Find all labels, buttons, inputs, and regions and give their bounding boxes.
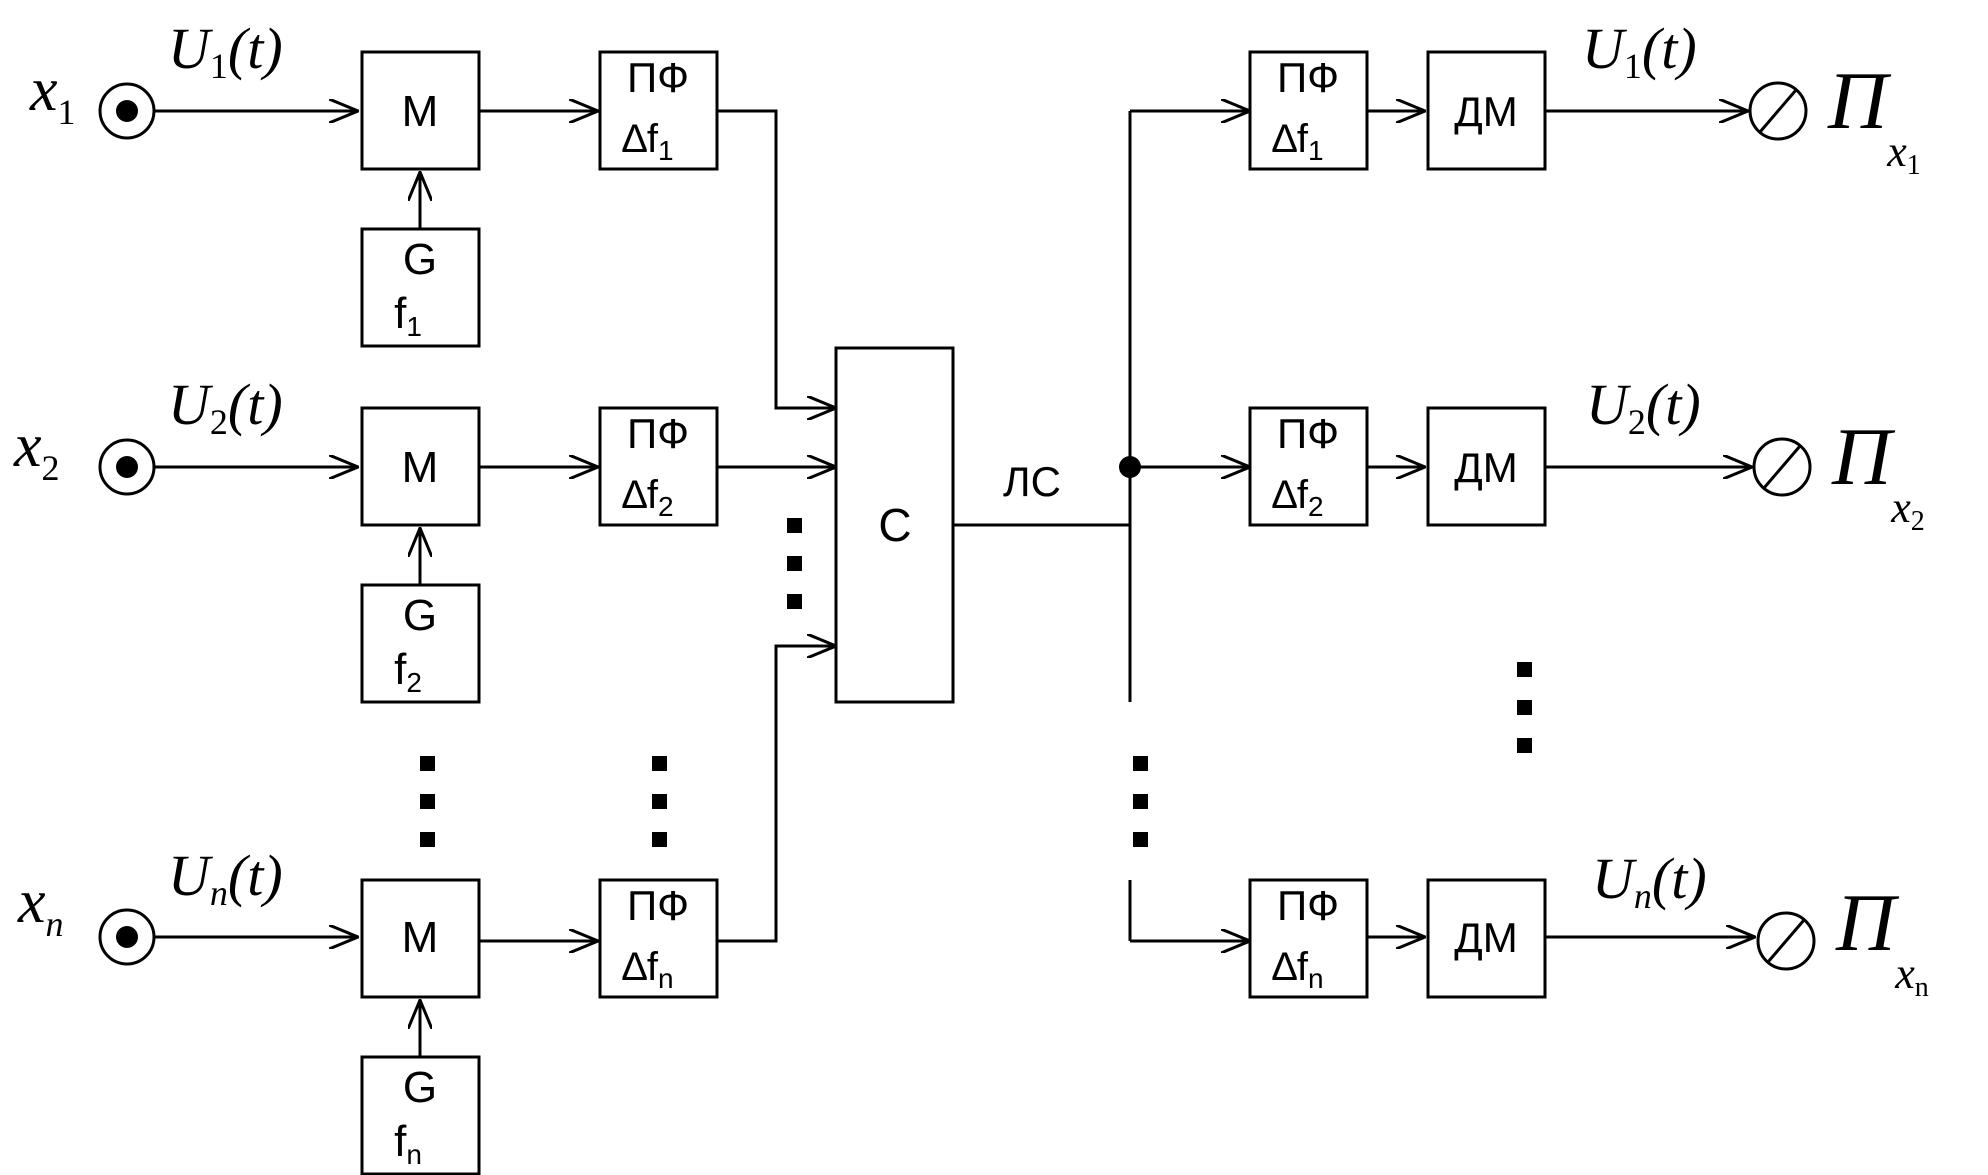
- combiner-label: С: [878, 499, 911, 551]
- channel-2: [98, 406, 836, 704]
- input-label-n: xn: [17, 868, 64, 944]
- input-terminal-1: [98, 82, 156, 140]
- input-label-1: x1: [29, 56, 76, 132]
- tx-filter-band-1: ∆f1: [622, 117, 673, 166]
- generator-label-2: G: [403, 591, 437, 640]
- tx-filter-label-2: ПФ: [627, 410, 689, 457]
- ellipsis-modulators: [420, 756, 435, 847]
- tx-filter-label-n: ПФ: [627, 882, 689, 929]
- output-indicator-n: [1756, 911, 1816, 971]
- receiver-1: [1130, 50, 1808, 171]
- receiver-2: [1130, 406, 1812, 527]
- output-indicator-2: [1752, 437, 1812, 497]
- signal-label-n: Un(t): [168, 843, 283, 913]
- ellipsis-tx-filters: [652, 756, 667, 847]
- rx-signal-label-1: U1(t): [1582, 16, 1697, 86]
- ellipsis-combiner-inputs: [787, 518, 802, 609]
- ellipsis-receivers: [1517, 662, 1532, 753]
- rx-filter-band-n: ∆fn: [1272, 945, 1323, 994]
- generator-freq-1: f1: [394, 289, 422, 342]
- demodulator-label-2: ДМ: [1454, 444, 1517, 491]
- modulator-n: [360, 878, 481, 999]
- modulator-label-n: М: [402, 913, 439, 962]
- output-label-2: Пx2: [1831, 411, 1925, 537]
- indicator-slash-n: [1766, 919, 1806, 963]
- demodulator-label-n: ДМ: [1454, 914, 1517, 961]
- channel-n: [98, 646, 836, 1175]
- input-terminal-2: [98, 438, 156, 496]
- receiver-n: [1130, 878, 1816, 999]
- filter-to-combiner-line-n: [717, 646, 836, 943]
- generator-label-n: G: [403, 1063, 437, 1112]
- rx-filter-band-1: ∆f1: [1272, 117, 1323, 166]
- indicator-slash-1: [1758, 89, 1798, 133]
- tx-filter-band-n: ∆fn: [622, 945, 673, 994]
- rx-filter-label-1: ПФ: [1277, 54, 1339, 101]
- rx-filter-band-2: ∆f2: [1272, 473, 1323, 522]
- input-label-2: x2: [13, 412, 60, 488]
- generator-label-1: G: [403, 235, 437, 284]
- line-label: ЛС: [1003, 458, 1061, 505]
- rx-filter-label-n: ПФ: [1277, 882, 1339, 929]
- output-indicator-1: [1748, 81, 1808, 141]
- modulator-label-2: М: [402, 443, 439, 492]
- tx-filter-n: [598, 878, 719, 999]
- output-label-n: Пxn: [1835, 877, 1929, 1003]
- rx-signal-label-n: Un(t): [1592, 846, 1707, 916]
- ellipsis-marks: [420, 518, 1532, 847]
- channel-1: [98, 50, 836, 408]
- filter-to-combiner-line-1: [717, 109, 836, 408]
- junction-dot: [1119, 456, 1141, 478]
- signal-label-1: U1(t): [168, 16, 283, 86]
- generator-freq-n: fn: [394, 1117, 422, 1170]
- modulator-label-1: М: [402, 87, 439, 136]
- output-label-1: Пx1: [1827, 55, 1921, 181]
- rx-signal-label-2: U2(t): [1586, 372, 1701, 442]
- indicator-slash-2: [1762, 445, 1802, 489]
- tx-filter-label-1: ПФ: [627, 54, 689, 101]
- input-terminal-n: [98, 908, 156, 966]
- ellipsis-bus: [1133, 756, 1148, 847]
- rx-filter-label-2: ПФ: [1277, 410, 1339, 457]
- signal-label-2: U2(t): [168, 372, 283, 442]
- generator-freq-2: f2: [394, 645, 422, 698]
- demodulator-label-1: ДМ: [1454, 88, 1517, 135]
- tx-filter-band-2: ∆f2: [622, 473, 673, 522]
